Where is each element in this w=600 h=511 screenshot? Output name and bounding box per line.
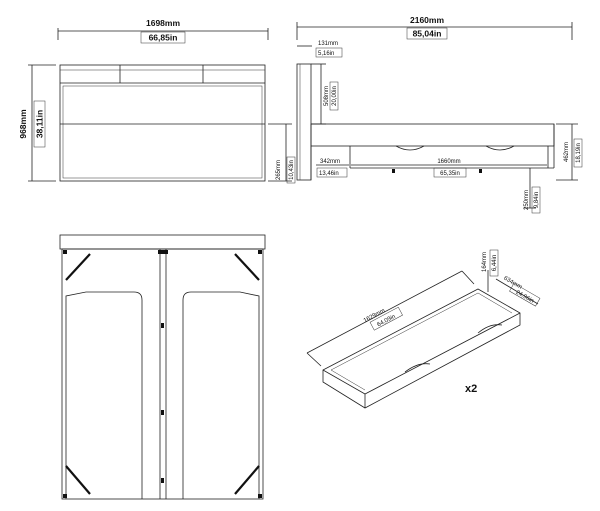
top-brace-tr (234, 253, 260, 281)
side-length-in-box (406, 27, 448, 40)
front-base-mm: 265mm (276, 160, 282, 180)
drawer-handle-front (404, 363, 431, 373)
front-height-mm: 968mm (18, 109, 28, 139)
side-drawer-handle-2 (485, 145, 515, 151)
drawer-inner-rim (330, 292, 513, 371)
side-view: 2160mm 85,04in 131mm 5,16in 508mm 20,00i… (296, 15, 583, 214)
front-width-mm: 1698mm (146, 18, 180, 28)
front-width-in: 66,85in (149, 33, 178, 43)
side-offset-mm: 342mm (320, 159, 340, 165)
headboard-inner-panel (62, 85, 263, 179)
side-height-in-box (573, 138, 583, 168)
side-drawer-in-box (433, 167, 467, 178)
side-offset-in-box (316, 167, 348, 178)
drawer-count-label: x2 (465, 383, 477, 395)
front-width-in-box (140, 31, 186, 44)
drawer-handle-back (477, 324, 503, 334)
drawer-length-dim-line (306, 270, 463, 354)
drawer-width-dim-line (495, 278, 539, 305)
drawer-width-in-box (509, 282, 541, 307)
side-head-mm: 508mm (324, 86, 330, 106)
top-center-hole-2 (161, 410, 164, 415)
drawer-body-outline (322, 288, 521, 409)
top-frame-outline (61, 248, 264, 500)
side-drawer-in: 65,35in (440, 171, 460, 177)
top-corner-tr (258, 250, 262, 254)
side-headboard (296, 63, 312, 181)
front-view: 1698mm 66,85in 968mm 38,11in 265mm 10,43… (18, 18, 296, 184)
top-center-hole-1 (161, 323, 164, 328)
drawer-width-in: 24,96in (514, 290, 534, 305)
side-offset-in: 13,46in (319, 171, 339, 177)
front-base-in: 10,43in (289, 160, 295, 180)
top-drawer-left (65, 291, 143, 499)
top-headboard (59, 234, 266, 250)
side-caster-1 (392, 169, 395, 173)
side-depth-in-box (315, 47, 343, 58)
drawer-length-ext-left (306, 352, 322, 367)
top-brace-br (234, 465, 260, 495)
side-clear-in: 9,84in (534, 192, 540, 208)
drawer-inner-rim-left (330, 369, 366, 391)
headboard-outline (59, 64, 266, 182)
front-base-in-box (286, 156, 296, 184)
top-center-bracket-top (158, 250, 168, 254)
top-corner-tl (63, 250, 67, 254)
top-drawer-right (182, 291, 260, 499)
side-height-mm: 462mm (564, 142, 570, 162)
side-frame-rail (310, 123, 555, 147)
side-clear-in-box (531, 186, 541, 214)
drawer-top-front-edge (322, 312, 521, 395)
drawer-length-ext-right (461, 270, 475, 285)
side-head-in: 20,00in (332, 86, 338, 106)
side-drawer-mm: 1660mm (437, 159, 460, 165)
drawer-height-mm: 164mm (482, 252, 488, 272)
drawer-height-in-box (489, 249, 499, 277)
front-height-in: 38,11in (35, 110, 45, 138)
drawer-length-in-box (369, 306, 403, 331)
drawer-iso-view: 1629mm 64,09in 634mm 24,96in 164mm 6,44i… (306, 249, 541, 409)
side-depth-mm: 131mm (318, 41, 338, 47)
drawer-height-in: 6,44in (492, 255, 498, 271)
side-clear-mm: 250mm (524, 190, 530, 210)
top-view (59, 234, 266, 500)
top-corner-br (258, 494, 262, 498)
side-head-in-box (329, 81, 339, 111)
top-center-hole-3 (161, 478, 164, 483)
side-length-mm: 2160mm (410, 15, 444, 25)
side-height-in: 18,19in (576, 143, 582, 163)
side-depth-in: 5,16in (318, 51, 334, 57)
side-length-in: 85,04in (413, 29, 442, 39)
side-caster-2 (479, 169, 482, 173)
top-brace-tl (65, 253, 91, 281)
top-corner-bl (63, 494, 67, 498)
top-brace-bl (65, 465, 91, 495)
side-drawer-handle-1 (395, 145, 425, 151)
front-height-in-box (33, 100, 46, 148)
